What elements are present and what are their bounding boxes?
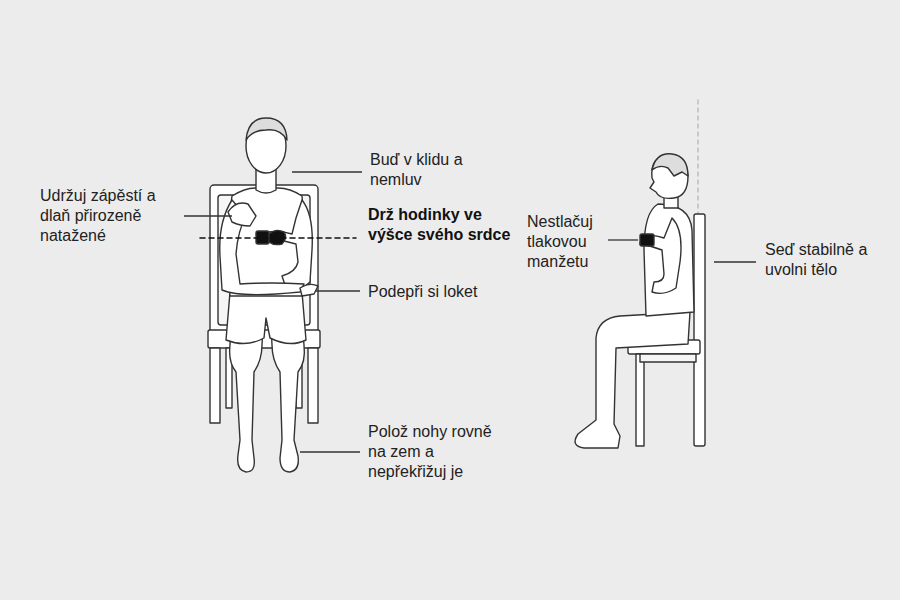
instruction-label: Podepři si loket bbox=[368, 282, 528, 302]
instruction-label: Seď stabilně a uvolni tělo bbox=[765, 240, 875, 280]
leader-lines bbox=[184, 172, 756, 452]
front-chair bbox=[208, 185, 320, 423]
instruction-label: Udržuj zápěstí a dlaň přirozeně natažené bbox=[40, 186, 182, 246]
vertical-reference bbox=[697, 100, 698, 215]
heart-level-line bbox=[200, 237, 356, 239]
instruction-label: Polož nohy rovně na zem a nepřekřižuj je bbox=[368, 422, 508, 482]
side-person bbox=[575, 154, 694, 448]
instruction-label: Buď v klidu a nemluv bbox=[370, 150, 480, 190]
front-person bbox=[220, 118, 318, 472]
key-instruction-label: Drž hodinky ve výšce svého srdce bbox=[368, 205, 518, 245]
instruction-label: Nestlačuj tlakovou manžetu bbox=[527, 212, 611, 272]
